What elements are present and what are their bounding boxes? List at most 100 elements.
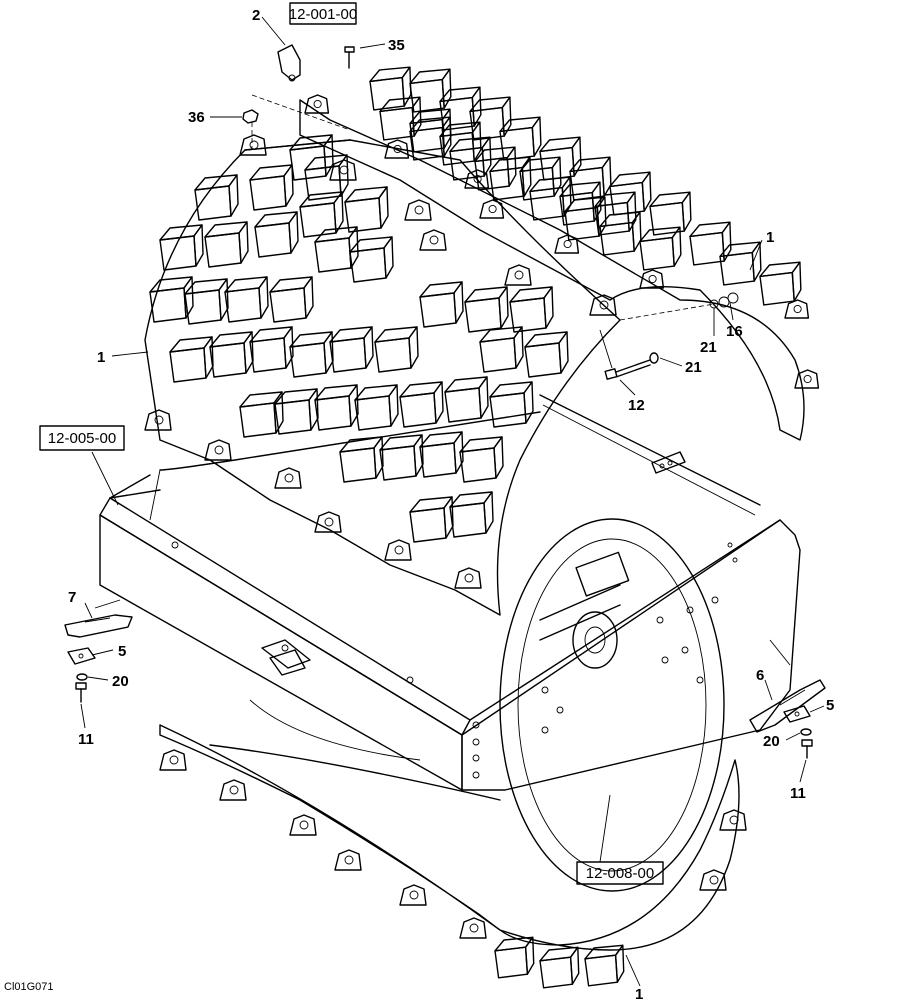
pad-foot [449, 136, 492, 181]
right-scraper-parts [749, 639, 826, 759]
center-bracket [261, 639, 311, 676]
pad-foot [204, 221, 249, 268]
shell-segment-lower [159, 724, 740, 951]
pad-foot [149, 276, 194, 323]
callout-11-right: 11 [790, 785, 806, 802]
pad-foot [474, 146, 517, 191]
callout-21-a: 21 [700, 339, 717, 356]
pad-foot [184, 278, 229, 325]
pad-foot [759, 261, 802, 306]
ref-box-drum-assembly: 12-001-00 [289, 2, 357, 25]
pad-foot [499, 116, 542, 161]
mounting-lug [794, 369, 820, 389]
mounting-lug [399, 884, 427, 906]
mounting-lug [639, 269, 665, 289]
pad-foot [519, 156, 562, 201]
pad-foot [439, 121, 482, 166]
part-12-bolt [599, 329, 659, 380]
frame-holes [171, 541, 738, 779]
mounting-lug [304, 94, 330, 114]
pad-foot [494, 936, 535, 979]
pad-foot [399, 381, 444, 428]
pad-foot [369, 66, 412, 111]
callout-7: 7 [68, 589, 76, 606]
callout-20-left: 20 [112, 673, 129, 690]
pad-foot [539, 946, 580, 989]
pad-foot [194, 174, 239, 221]
leader-lines [80, 16, 825, 987]
pad-foot [314, 384, 359, 431]
mounting-lugs [144, 94, 820, 939]
pad-foot [274, 388, 319, 435]
pad-foot [464, 286, 509, 333]
shell-segment-left [144, 139, 621, 616]
pad-foot [449, 491, 494, 538]
mounting-lug [384, 539, 412, 561]
callout-36: 36 [188, 109, 205, 126]
pad-foot [419, 281, 464, 328]
mounting-lug [314, 511, 342, 533]
left-scraper-parts [64, 599, 133, 703]
pad-feet [149, 66, 802, 989]
pad-foot [609, 171, 652, 216]
ref-12-008-00: 12-008-00 [586, 865, 654, 882]
part-16-21-washers [619, 292, 739, 321]
mounting-lug [144, 409, 172, 431]
callout-16: 16 [726, 323, 743, 340]
mounting-lug [784, 299, 810, 319]
pad-foot [159, 224, 204, 271]
mounting-lug [479, 199, 505, 219]
pad-foot [349, 236, 394, 283]
pad-foot [249, 326, 294, 373]
callout-6: 6 [756, 667, 764, 684]
pad-foot [374, 326, 419, 373]
pad-foot [689, 221, 732, 266]
mounting-lug [274, 467, 302, 489]
frame-clip [651, 451, 686, 474]
mounting-lug [459, 917, 487, 939]
callout-1-left: 1 [97, 349, 105, 366]
pad-foot [339, 436, 384, 483]
pad-foot [239, 391, 284, 438]
pad-foot [489, 381, 534, 428]
mounting-lug [289, 814, 317, 836]
callout-35: 35 [388, 37, 405, 54]
pad-foot [249, 164, 294, 211]
pad-foot [289, 331, 334, 378]
mounting-lug [699, 869, 727, 891]
pad-foot [469, 96, 512, 141]
callout-20-right: 20 [763, 733, 780, 750]
pad-foot [594, 191, 637, 236]
pad-foot [489, 156, 532, 201]
mounting-lug [159, 749, 187, 771]
mounting-lug [589, 294, 617, 316]
callout-5-right: 5 [826, 697, 834, 714]
pad-foot [344, 186, 389, 233]
pad-foot [719, 241, 762, 286]
mounting-lug [504, 264, 532, 286]
ref-12-001-00: 12-001-00 [289, 6, 357, 23]
pad-foot [564, 196, 607, 241]
pad-foot [354, 384, 399, 431]
pad-foot [409, 108, 452, 153]
mounting-lug [404, 199, 432, 221]
pad-foot [524, 331, 569, 378]
callout-1-bottom: 1 [635, 986, 643, 1000]
pad-foot [329, 326, 374, 373]
mounting-lug [384, 139, 410, 159]
drum-body [159, 394, 761, 892]
pad-foot [254, 211, 299, 258]
pad-foot [649, 191, 692, 236]
mounting-lug [334, 849, 362, 871]
pad-foot [409, 68, 452, 113]
pad-foot [269, 276, 314, 323]
pad-foot [419, 431, 464, 478]
pad-foot [224, 276, 269, 323]
drum-frame [99, 451, 801, 791]
drawing-code: Cl01G071 [4, 981, 54, 993]
pad-foot [459, 436, 504, 483]
ref-12-005-00: 12-005-00 [48, 430, 116, 447]
callout-2: 2 [252, 7, 260, 24]
